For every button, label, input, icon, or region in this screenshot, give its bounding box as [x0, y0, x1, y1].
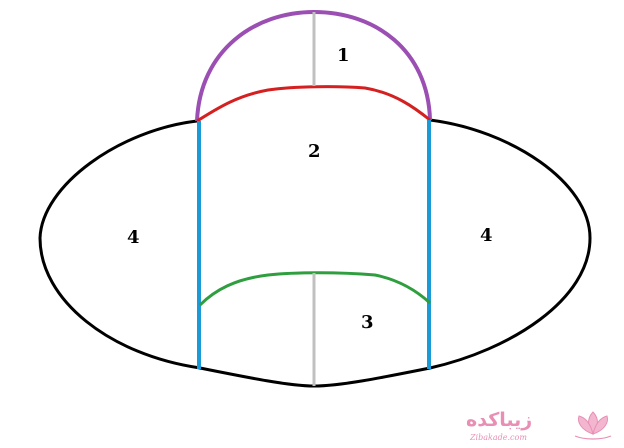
label-region-4-right: 4 [480, 225, 493, 246]
lotus-flower-icon [574, 411, 612, 440]
watermark-title: زیباکده [466, 409, 532, 431]
watermark: زیباکده Zibakade.com [466, 409, 612, 442]
label-region-1: 1 [337, 45, 350, 66]
label-region-3: 3 [361, 312, 374, 333]
label-region-2: 2 [308, 141, 321, 162]
label-region-4-left: 4 [127, 227, 140, 248]
lower-curve [198, 271, 432, 307]
dome-base-line [196, 85, 431, 123]
watermark-subtitle: Zibakade.com [469, 433, 527, 442]
